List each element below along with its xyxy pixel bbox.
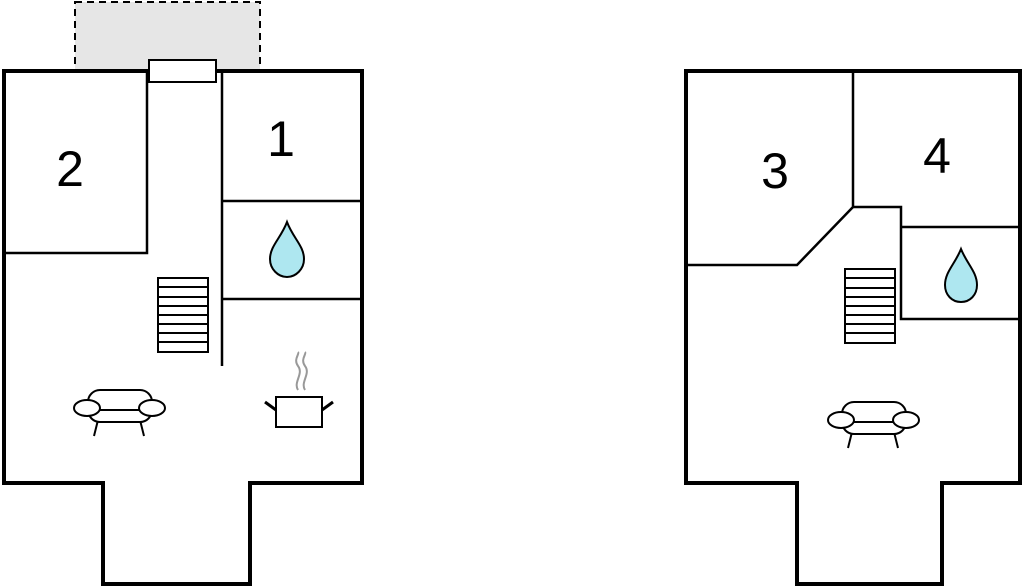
room-label-3: 3 — [761, 143, 789, 199]
room-4-wall — [853, 205, 1020, 321]
cooking-pot-icon — [264, 351, 334, 428]
exterior-wall-left — [2, 69, 364, 586]
bathroom-drop-icon — [943, 246, 979, 304]
sofa-icon — [73, 389, 166, 437]
terrace-outline — [74, 1, 261, 71]
room-2-wall — [4, 71, 149, 255]
room-label-2: 2 — [56, 141, 84, 197]
floor-plan-left: 1 2 — [2, 1, 364, 586]
room-3-wall — [686, 71, 855, 267]
sofa-icon — [827, 401, 920, 449]
stairs-icon — [844, 268, 896, 344]
floor-plan-right: 3 4 — [684, 69, 1022, 586]
bathroom-drop-icon — [268, 219, 306, 279]
stairs-icon — [157, 277, 209, 353]
room-label-1: 1 — [267, 111, 295, 167]
exterior-wall-right — [684, 69, 1022, 586]
room-label-4: 4 — [923, 128, 951, 184]
window-icon — [148, 59, 217, 83]
